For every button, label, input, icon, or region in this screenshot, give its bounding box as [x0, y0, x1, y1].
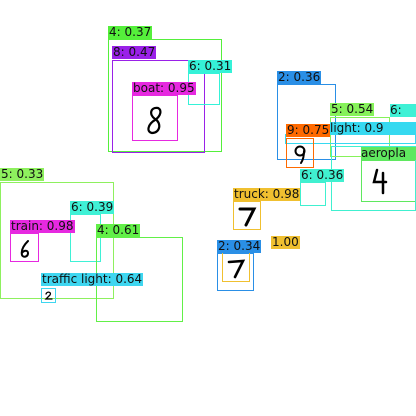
label-4-061: 4: 0.61 [96, 224, 141, 237]
bbox-4-037 [108, 39, 222, 152]
label-9-075: 9: 0.75 [286, 124, 331, 137]
label-8-047: 8: 0.47 [112, 46, 157, 59]
label-5-033: 5: 0.33 [0, 168, 45, 181]
bbox-8-047 [112, 60, 205, 153]
label-aeroplane: aeropla [361, 147, 416, 160]
bbox-9-075 [286, 138, 314, 168]
label-light-09: light: 0.9 [330, 122, 416, 135]
digit-4-image [368, 165, 392, 197]
label-train-098: train: 0.98 [10, 220, 75, 233]
label-2-034: 2: 0.34 [217, 240, 262, 253]
digit-2-small-image [43, 290, 54, 301]
digit-6-image [15, 238, 35, 260]
label-6-036: 6: 0.36 [300, 169, 345, 182]
bbox-5-054 [330, 117, 390, 157]
label-traffic-light-064: traffic light: 0.64 [41, 273, 144, 286]
label-5-054: 5: 0.54 [330, 103, 375, 116]
bbox-5-033 [0, 182, 114, 299]
label-2-036: 2: 0.36 [277, 71, 322, 84]
label-truck-098: truck: 0.98 [233, 188, 301, 201]
digit-9-image [290, 143, 310, 165]
label-6-cut: 6: [390, 104, 416, 117]
label-6-039: 6: 0.39 [70, 201, 115, 214]
digit-7-lower-image [225, 257, 247, 279]
bbox-traffic-light-064 [41, 288, 56, 303]
bbox-2-034 [217, 253, 254, 291]
label-boat-095: boat: 0.95 [132, 82, 196, 95]
digit-8-image [140, 104, 170, 138]
label-4-037: 4: 0.37 [108, 26, 153, 39]
bbox-truck-098 [233, 201, 261, 230]
bbox-train-098 [10, 233, 39, 262]
bbox-6-039 [70, 214, 101, 262]
digit-7-upper-image [237, 205, 257, 227]
bbox-6-036-small [300, 182, 326, 206]
label-6-031: 6: 0.31 [188, 60, 233, 73]
label-100: 1.00 [271, 236, 300, 249]
bbox-boat-095 [132, 95, 178, 141]
